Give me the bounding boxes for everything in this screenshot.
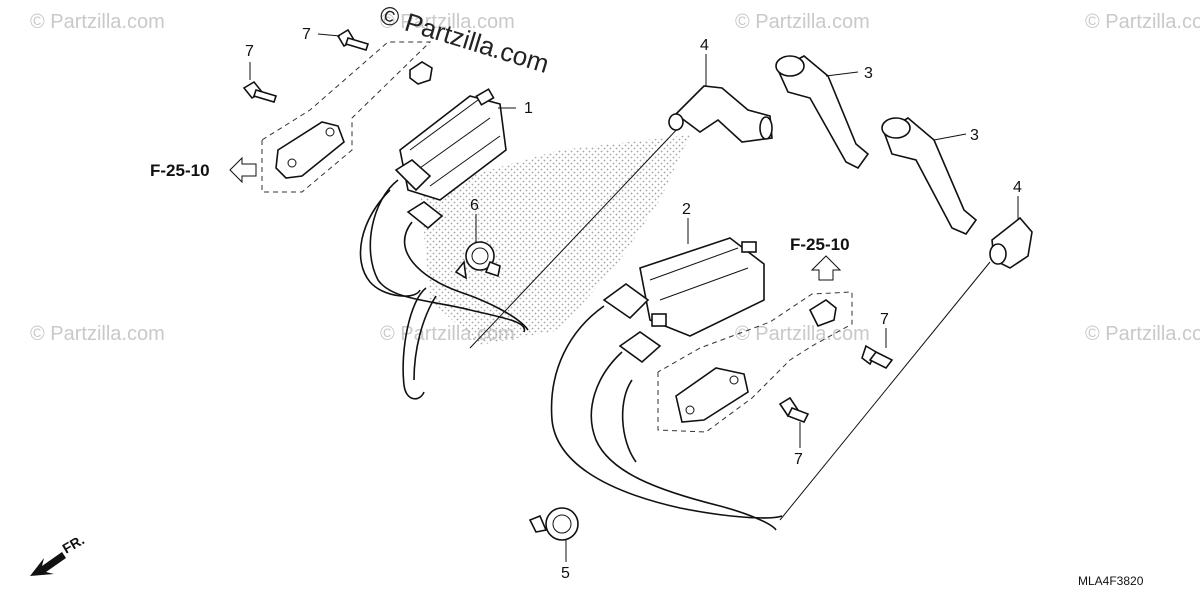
spark-plug-cap-3-upper xyxy=(775,55,870,170)
bolt-7-right xyxy=(861,344,894,370)
high-tension-cord-left-e xyxy=(413,295,437,381)
spark-plug-cap-upper xyxy=(668,85,773,143)
callout-leaders xyxy=(249,33,1019,562)
high-tension-cord-right-b xyxy=(590,351,777,531)
callout-7: 7 xyxy=(245,43,254,60)
arrow-up-outline-icon xyxy=(810,255,842,281)
watermark-text: © Partzilla.com xyxy=(380,11,515,33)
watermark-text: © Partzilla.com xyxy=(1085,11,1200,33)
right-reference: F-25-10 xyxy=(790,235,850,281)
bracket-hole xyxy=(729,375,739,385)
bracket-hole xyxy=(685,405,695,415)
reference-label-left: F-25-10 xyxy=(150,161,210,180)
spark-plug-cap-3-lower xyxy=(881,117,978,235)
watermark-text: © Partzilla.com xyxy=(735,323,870,345)
bolt-7-left xyxy=(242,80,278,103)
callout-6: 6 xyxy=(470,197,479,214)
direction-label: FR. xyxy=(60,531,88,556)
right-bracket-frame xyxy=(657,291,853,433)
bracket-hole xyxy=(325,127,335,137)
ignition-coil-2 xyxy=(602,237,765,364)
callout-7: 7 xyxy=(302,26,311,43)
spark-plug-cap-lower xyxy=(989,216,1033,269)
watermark-text: © Partzilla.com xyxy=(30,11,165,33)
high-tension-cord-left-c xyxy=(359,189,421,297)
front-direction: FR. xyxy=(30,531,87,576)
callout-5: 5 xyxy=(561,565,570,582)
ignition-coil-1 xyxy=(394,88,507,230)
left-clip xyxy=(409,61,433,85)
high-tension-cord-left-b xyxy=(403,221,529,331)
left-bracket-frame xyxy=(261,41,432,193)
leader-line-upper xyxy=(469,123,683,349)
cord-clamp-5 xyxy=(528,507,579,541)
watermark-text: © Partzilla.com xyxy=(1085,323,1200,345)
high-tension-cord-right-c xyxy=(621,379,637,463)
arrow-left-outline-icon xyxy=(229,156,257,184)
bracket-hole xyxy=(287,158,297,168)
bolt-7-bottom xyxy=(778,396,810,424)
watermark-text: © Partzilla.com xyxy=(735,11,870,33)
callout-4: 4 xyxy=(1013,179,1022,196)
left-stay-bracket xyxy=(275,121,345,179)
callout-7: 7 xyxy=(794,451,803,468)
leader-line-lower xyxy=(779,261,991,521)
callout-3: 3 xyxy=(970,127,979,144)
bolt-7-top xyxy=(336,28,370,51)
diagram-code: MLA4F3820 xyxy=(1078,574,1144,588)
reference-label-right: F-25-10 xyxy=(790,235,850,254)
right-stay-bracket xyxy=(675,367,749,423)
watermark-text: © Partzilla.com xyxy=(30,323,165,345)
callout-3: 3 xyxy=(864,65,873,82)
left-reference: F-25-10 xyxy=(150,156,257,184)
callout-7: 7 xyxy=(880,311,889,328)
right-clip xyxy=(808,299,837,328)
front-direction-arrow-icon xyxy=(30,552,66,576)
high-tension-cord-left-d xyxy=(402,287,427,400)
callout-2: 2 xyxy=(682,201,691,218)
cord-clamp-6 xyxy=(454,241,501,280)
callout-1: 1 xyxy=(524,100,533,117)
high-tension-cord-right-a xyxy=(550,305,783,519)
callout-4: 4 xyxy=(700,37,709,54)
